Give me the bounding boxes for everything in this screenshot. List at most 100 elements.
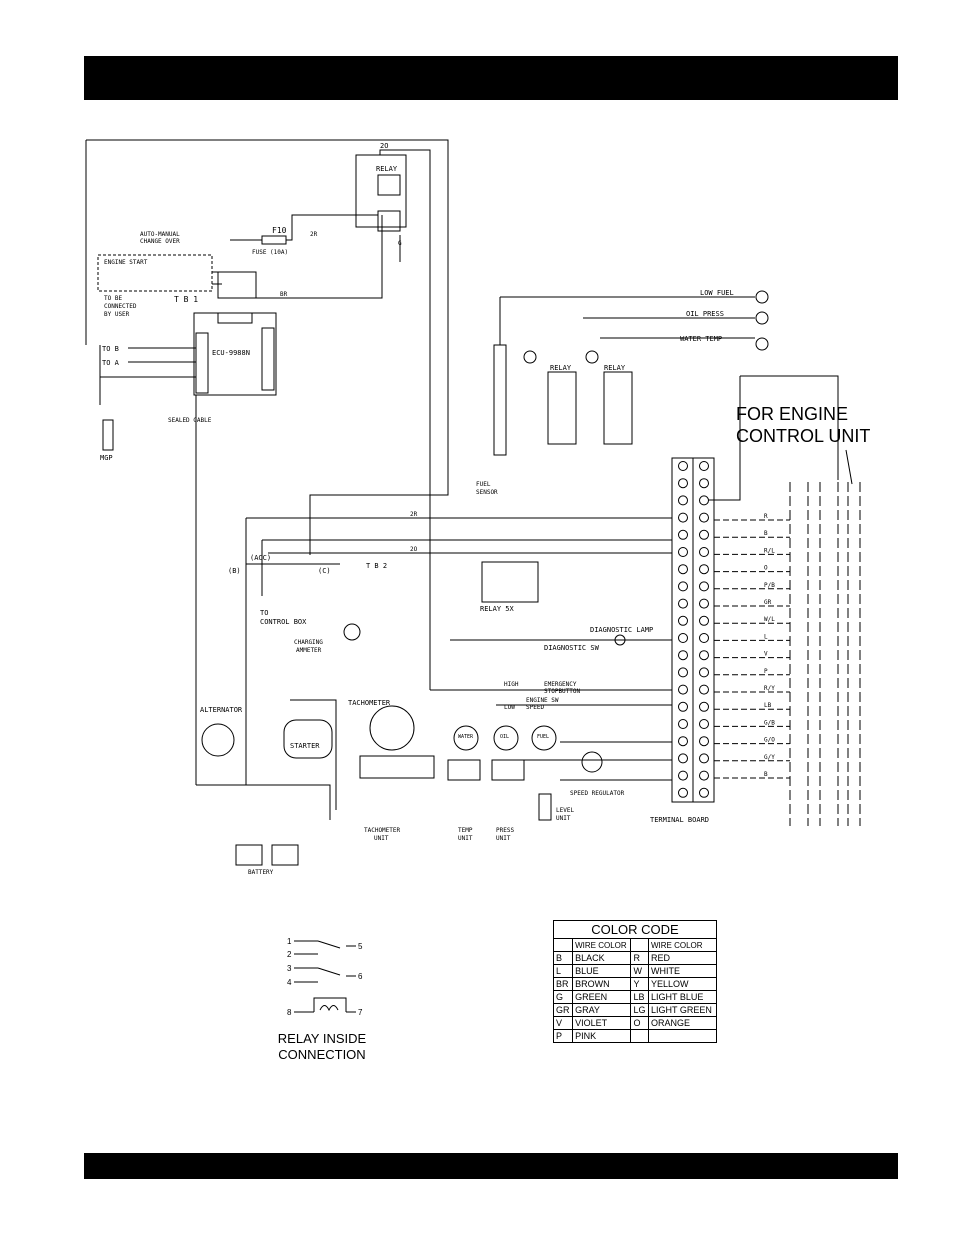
sensor-wires (499, 296, 755, 345)
terminal-wire-label: B (764, 771, 768, 778)
ecu-pointer (845, 449, 853, 485)
color-code-cell-n1: BLACK (572, 951, 632, 965)
relay-pin-number: 8 (287, 1008, 292, 1017)
terminal-screw-icon (678, 478, 688, 489)
cc-header-blank-1 (552, 938, 574, 952)
color-code-cell-c1: L (552, 964, 574, 978)
diagnostic-lamp-label: DIAGNOSTIC LAMP (590, 626, 653, 634)
color-code-cell-n1: BLUE (572, 964, 632, 978)
sealed-cable-label: SEALED CABLE (168, 417, 212, 424)
fuel-sensor-label: FUEL (476, 481, 491, 488)
color-code-cell-c1: V (552, 1016, 574, 1030)
tachometer-icon (369, 705, 415, 751)
terminal-screw-icon (678, 650, 688, 661)
ecu-caption: FOR ENGINE CONTROL UNIT (736, 403, 936, 447)
mgp-label: MGP (100, 454, 113, 462)
terminal-wire-label: P (764, 668, 768, 675)
temp-connector (447, 759, 481, 781)
color-code-cell-c2: Y (630, 977, 649, 991)
starter-icon (283, 719, 333, 759)
terminal-wire-label: B (764, 530, 768, 537)
emergency-label: EMERGENCY (544, 681, 577, 688)
ecu-left-wires (99, 345, 196, 405)
wire-br-label: BR (280, 291, 288, 298)
footer-bar (84, 1153, 898, 1179)
wire-battery-loop (196, 699, 337, 820)
fuel-sensor-body (493, 344, 507, 456)
relay-pin-number: 1 (287, 937, 292, 946)
relay-pin-number: 6 (358, 972, 363, 981)
ecu-right-pins (261, 327, 275, 391)
tachometer-unit-label-2: UNIT (374, 835, 389, 842)
color-code-cell-c2 (630, 1029, 649, 1043)
relay-pin-number: 4 (287, 978, 292, 987)
wire-o-ecu (708, 375, 839, 501)
ammeter-icon (343, 623, 361, 641)
terminal-screw-icon (678, 461, 688, 471)
terminal-screw-icon (678, 667, 688, 678)
color-code-cell-n2 (648, 1029, 717, 1043)
terminal-wire-label: O (764, 565, 768, 572)
terminal-screw-icon (678, 701, 688, 712)
engine-start-label: ENGINE START (104, 259, 148, 266)
terminal-wire-label: G/O (764, 737, 775, 744)
relay-5x-box (481, 561, 539, 603)
terminal-screw-icon (678, 770, 688, 781)
color-code-cell-n1: BROWN (572, 977, 632, 991)
fuse-rating-label: FUSE (10A) (252, 249, 288, 256)
level-unit-label-2: UNIT (556, 815, 571, 822)
harness-2o-label: 2O (410, 546, 418, 553)
low-label: LOW (504, 704, 515, 711)
auto-manual-label: AUTO-MANUAL (140, 231, 180, 238)
terminal-screw-icon (699, 461, 709, 471)
terminal-screw-icon (678, 753, 688, 764)
color-code-cell-c2: W (630, 964, 649, 978)
alternator-icon (201, 723, 235, 757)
change-over-label: CHANGE OVER (140, 238, 180, 245)
cc-header-blank-2 (630, 938, 649, 952)
ecu-caption-line-2: CONTROL UNIT (736, 426, 871, 446)
terminal-screw-icon (699, 753, 709, 764)
relay-b-box (603, 371, 633, 445)
terminal-wire-label: R/L (764, 547, 775, 554)
user-connect-box (97, 254, 213, 292)
b-term-label: (B) (228, 567, 241, 575)
water-temp-gauge-icon (453, 725, 479, 751)
color-code-cell-n2: LIGHT GREEN (648, 1003, 717, 1017)
to-label: TO (260, 609, 268, 617)
alternator-label: ALTERNATOR (200, 706, 243, 714)
water-temp-label: WATER TEMP (680, 335, 722, 343)
water-gauge-label: WATER (458, 734, 474, 740)
terminal-screw-icon (678, 719, 688, 729)
diagnostic-sw-label: DIAGNOSTIC SW (544, 644, 600, 652)
wire-fuse (230, 214, 378, 241)
oil-press-gauge-icon (493, 725, 519, 751)
terminal-wire-label: G/B (764, 719, 775, 726)
stop-button-label: STOPBUTTON (544, 688, 581, 695)
terminal-screw-icon (699, 736, 709, 747)
ecu-harness (789, 482, 861, 826)
terminal-screw-icon (699, 719, 709, 729)
wire-outer-loop (86, 139, 449, 555)
terminal-wire-label: L (764, 633, 768, 640)
wire-tb2 (246, 552, 672, 565)
relay-pin-number: 2 (287, 950, 292, 959)
terminal-circles (678, 461, 709, 798)
cc-header-2: WIRE COLOR (648, 938, 717, 952)
mgp-sensor (102, 419, 114, 451)
relay-5x-label: RELAY 5X (480, 605, 515, 613)
battery-cell-2 (271, 844, 299, 866)
c-term-label: (C) (318, 567, 331, 575)
temp-unit-label-2: UNIT (458, 835, 473, 842)
terminal-screw-icon (678, 547, 688, 557)
relay-top-label: RELAY (376, 165, 398, 173)
terminal-screw-icon (699, 512, 709, 523)
relay-pin-number: 5 (358, 942, 363, 951)
harness-2r-label: 2R (410, 511, 418, 518)
terminal-screw-icon (699, 581, 709, 592)
